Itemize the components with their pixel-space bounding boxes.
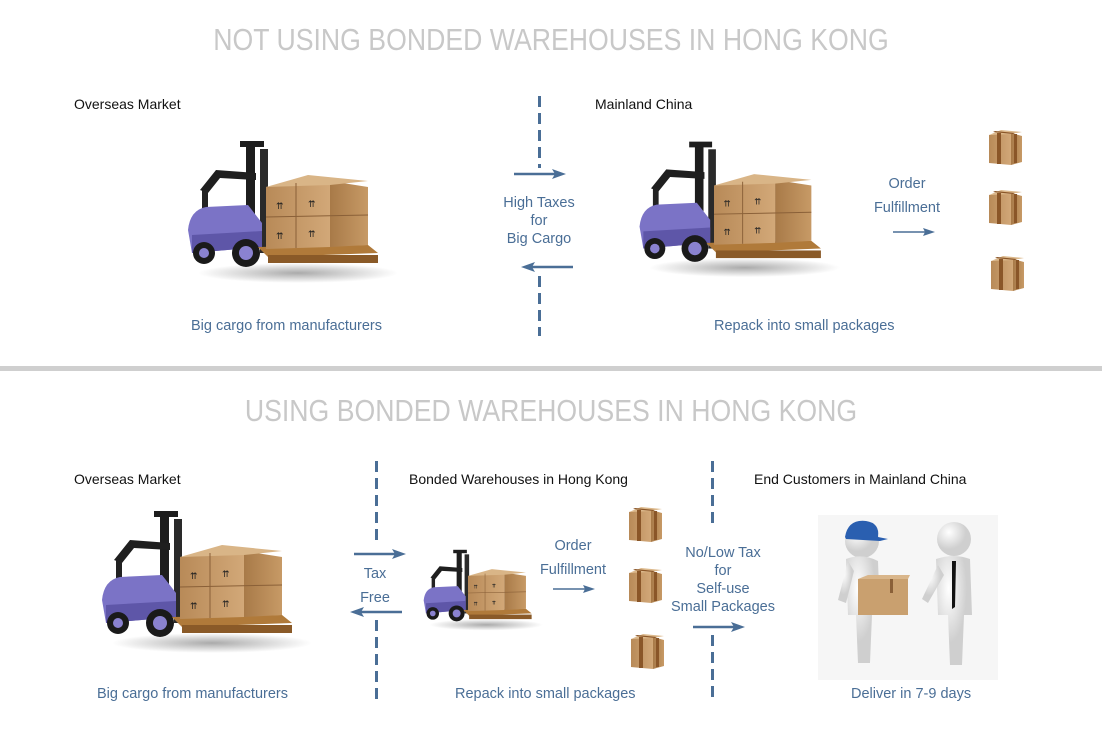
bottom-divider-2-upper <box>711 461 714 529</box>
top-mainland-forklift-image <box>630 135 840 280</box>
bonded-forklift-image <box>418 545 543 633</box>
bottom-arrow-left-icon <box>350 607 402 617</box>
deliver-days-caption: Deliver in 7-9 days <box>851 686 972 702</box>
package-icon <box>984 127 1026 167</box>
top-high-taxes-text: High Taxes for Big Cargo <box>489 194 589 248</box>
flow-line: Order <box>554 538 592 554</box>
flow-line: High Taxes <box>503 195 575 211</box>
end-customers-heading: End Customers in Mainland China <box>754 471 967 487</box>
bottom-repack-caption: Repack into small packages <box>455 686 636 702</box>
top-fulfillment-arrow-icon <box>893 228 935 236</box>
flow-line: Order <box>888 176 926 192</box>
bottom-forklift-image <box>92 505 312 655</box>
delivery-arrow-right-icon <box>693 622 745 632</box>
package-icon <box>626 631 668 671</box>
top-border-divider-upper <box>538 96 541 168</box>
section-title-not-using: NOT USING BONDED WAREHOUSES IN HONG KONG <box>213 22 889 57</box>
flow-line: Big Cargo <box>506 231 572 247</box>
delivery-handover-image <box>818 515 998 680</box>
package-icon <box>986 253 1028 293</box>
package-icon <box>624 565 666 605</box>
top-big-cargo-caption: Big cargo from manufacturers <box>191 318 382 334</box>
package-icon <box>984 187 1026 227</box>
bottom-fulfillment-arrow-icon <box>553 585 595 593</box>
no-low-tax-text: No/Low Tax for Self-use Small Packages <box>667 544 779 616</box>
top-forklift-image <box>178 135 398 285</box>
top-border-divider-lower <box>538 276 541 336</box>
flow-line: for <box>714 563 732 579</box>
flow-line: Self-use <box>696 581 750 597</box>
top-mainland-china-heading: Mainland China <box>595 96 693 112</box>
top-arrow-left-icon <box>521 262 573 272</box>
section-separator <box>0 366 1102 371</box>
bottom-order-fulfillment-text: Order Fulfillment <box>528 534 618 582</box>
package-icon <box>624 504 666 544</box>
bonded-warehouses-heading: Bonded Warehouses in Hong Kong <box>409 471 628 487</box>
flow-line: Free <box>360 590 390 606</box>
flow-line: No/Low Tax <box>685 545 761 561</box>
bottom-overseas-market-heading: Overseas Market <box>74 471 181 487</box>
bottom-divider-2-lower <box>711 635 714 703</box>
bottom-arrow-right-icon <box>354 549 406 559</box>
top-arrow-right-icon <box>514 169 566 179</box>
flow-line: Fulfillment <box>873 200 941 216</box>
flow-line: Small Packages <box>671 599 775 615</box>
flow-line: Tax <box>363 566 387 582</box>
top-overseas-market-heading: Overseas Market <box>74 96 181 112</box>
top-order-fulfillment-text: Order Fulfillment <box>862 172 952 220</box>
tax-free-text: Tax Free <box>345 562 405 610</box>
top-repack-caption: Repack into small packages <box>714 318 895 334</box>
bottom-divider-1-lower <box>375 620 378 702</box>
bottom-divider-1-upper <box>375 461 378 541</box>
flow-line: Fulfillment <box>539 562 607 578</box>
flow-line: for <box>530 213 548 229</box>
bottom-big-cargo-caption: Big cargo from manufacturers <box>97 686 288 702</box>
section-title-using: USING BONDED WAREHOUSES IN HONG KONG <box>244 393 858 428</box>
